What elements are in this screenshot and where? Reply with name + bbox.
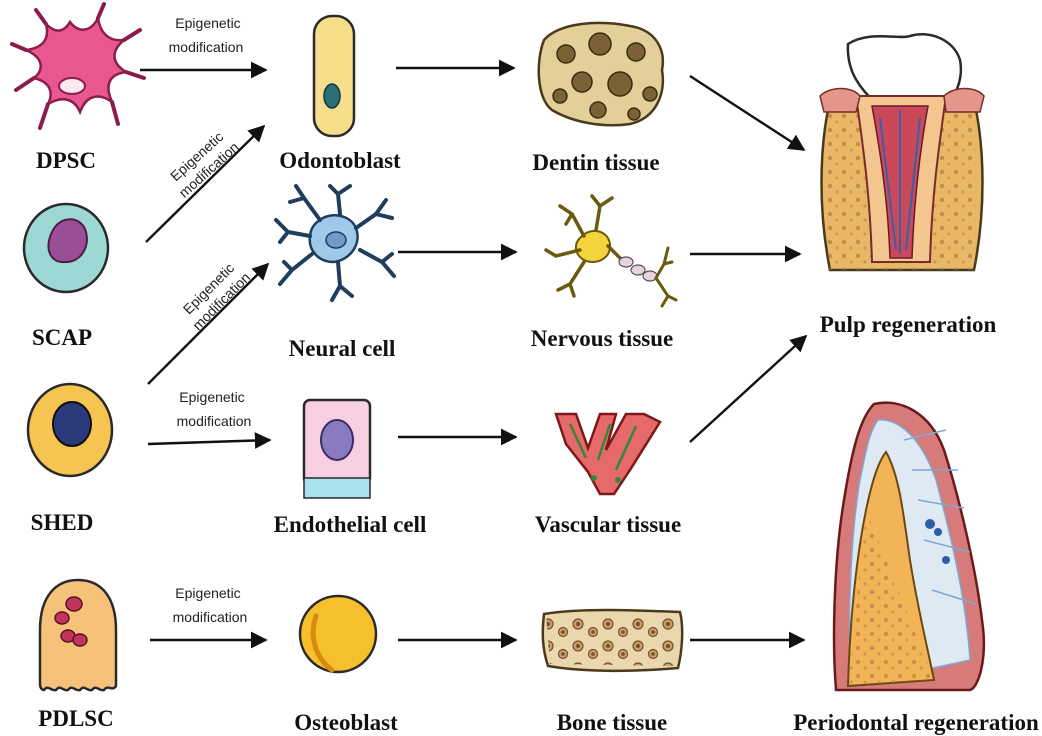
vascular-tissue-icon <box>556 414 660 494</box>
arrow-shed-endothelial <box>148 440 270 444</box>
bone-tissue-icon <box>543 610 682 671</box>
arrow-label-rotated-2: Epigenetic modification <box>176 256 253 333</box>
odontoblast-label: Odontoblast <box>279 148 401 173</box>
odontoblast-icon <box>314 16 354 136</box>
arrow-label-modification: modification <box>169 39 244 55</box>
dentin-tissue-label: Dentin tissue <box>532 150 659 175</box>
endothelial-cell-label: Endothelial cell <box>274 512 427 537</box>
shed-label: SHED <box>31 510 94 535</box>
osteoblast-icon <box>300 596 376 672</box>
vascular-tissue-label: Vascular tissue <box>535 512 681 537</box>
pdlsc-cell-icon <box>40 580 116 690</box>
periodontal-regeneration-label: Periodontal regeneration <box>793 710 1039 735</box>
tooth-pulp-icon <box>820 34 984 270</box>
arrow-label-epigenetic: Epigenetic <box>175 585 240 601</box>
periodontal-tissue-icon <box>834 403 984 690</box>
arrow-vascular-pulp <box>690 336 806 442</box>
arrow-label-epigenetic: Epigenetic <box>175 15 240 31</box>
pdlsc-label: PDLSC <box>38 706 113 731</box>
myelin-sheath <box>619 257 657 281</box>
bone-tissue-label: Bone tissue <box>557 710 668 735</box>
arrow-label-modification: modification <box>173 609 248 625</box>
osteoblast-label: Osteoblast <box>294 710 398 735</box>
scap-cell-icon <box>24 204 108 292</box>
nervous-tissue-label: Nervous tissue <box>531 326 673 351</box>
dpsc-label: DPSC <box>36 148 96 173</box>
nervous-tissue-icon <box>546 196 676 306</box>
scap-label: SCAP <box>32 325 92 350</box>
arrow-label-modification: modification <box>177 413 252 429</box>
arrow-label-epigenetic: Epigenetic <box>179 389 244 405</box>
neural-cell-icon <box>276 186 394 300</box>
neural-cell-label: Neural cell <box>289 336 396 361</box>
endothelial-cell-icon <box>304 400 370 498</box>
arrow-dentin-pulp <box>690 76 804 150</box>
arrow-label-rotated-1: Epigenetic modification <box>164 125 242 200</box>
dpsc-cell-icon <box>12 4 144 128</box>
shed-cell-icon <box>28 384 112 476</box>
pulp-regeneration-label: Pulp regeneration <box>820 312 997 337</box>
dentin-tissue-icon <box>539 23 663 125</box>
